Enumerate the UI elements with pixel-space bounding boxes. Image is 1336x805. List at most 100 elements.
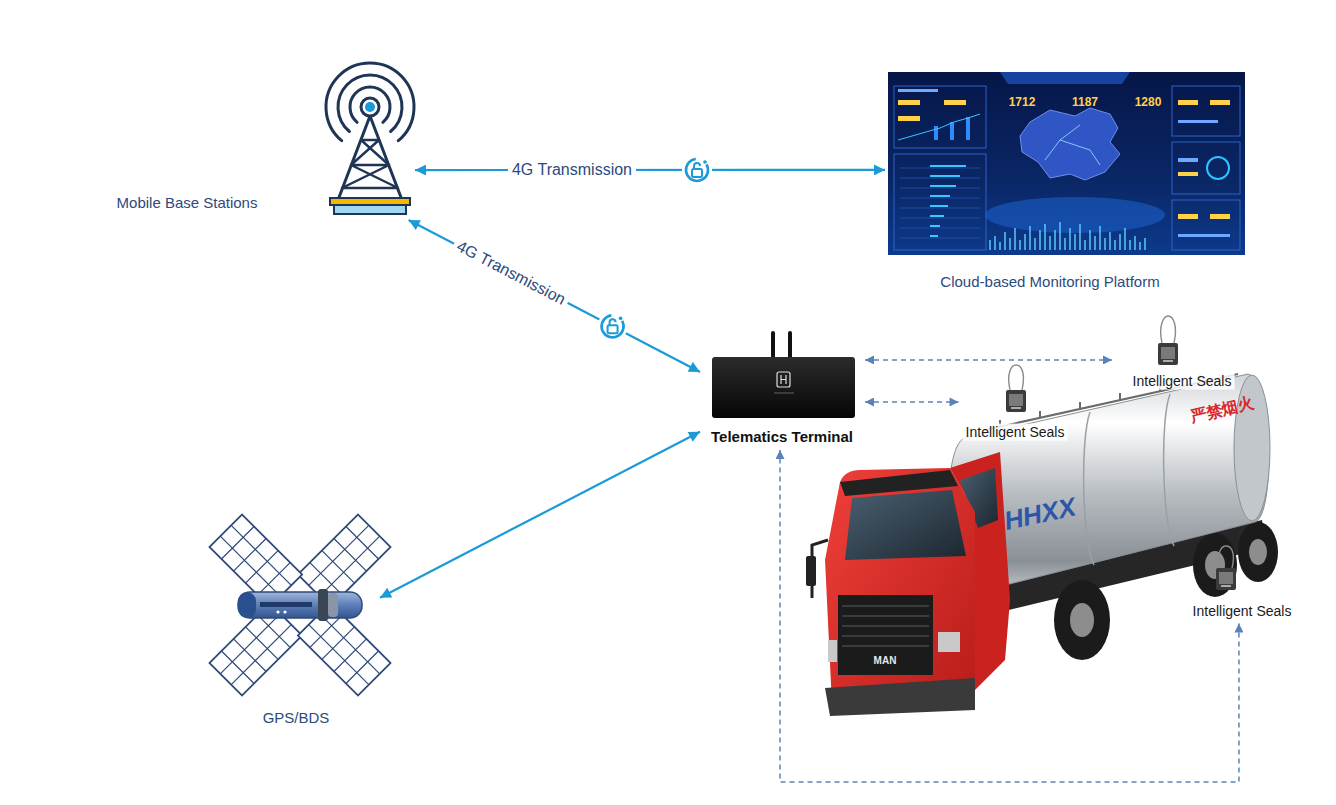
signal-wave (350, 87, 390, 122)
truck-marking: 严禁烟火 (1189, 394, 1255, 426)
dashboard-number: 1280 (1135, 96, 1162, 109)
connector (865, 359, 1112, 361)
screen-panel (894, 154, 986, 250)
screen-bar (898, 116, 920, 121)
seal-icon (1158, 316, 1178, 365)
satellite-stripe (260, 602, 312, 607)
satellite-dot (283, 610, 286, 613)
screen-bar (966, 117, 970, 140)
screen-bar (898, 100, 920, 105)
panel-grid (209, 514, 390, 695)
grille-slats (842, 606, 929, 646)
lock-ring (682, 155, 712, 185)
solar-panels (209, 514, 390, 695)
tower-base (334, 205, 406, 214)
node-label: Mobile Base Stations (117, 194, 258, 212)
seal-body (1216, 568, 1236, 590)
screen-bar (898, 89, 938, 92)
screen-map-routes (1045, 125, 1100, 165)
node-label: Intelligent Seals (963, 424, 1068, 441)
edge-label: 4G Transmission (508, 160, 636, 180)
solar-panels (209, 514, 390, 695)
tower-braces (342, 140, 398, 188)
node-label: Telematics Terminal (711, 428, 853, 446)
tower-top (361, 98, 379, 116)
truck-wheel (1193, 533, 1237, 597)
dashboard-number: 1712 (1009, 96, 1036, 109)
seal-wire (1009, 365, 1024, 390)
signal-wave (326, 63, 414, 141)
seal-face (1161, 347, 1175, 359)
cab-grille (838, 595, 933, 675)
device-logo (781, 375, 786, 384)
lock-icon (682, 155, 712, 185)
seal-face (1219, 572, 1233, 584)
lock-shackle (694, 163, 700, 169)
seal-wire (1219, 546, 1234, 568)
satellite-cap (238, 592, 256, 618)
connector (415, 169, 885, 171)
screen-bar (950, 122, 954, 140)
edge-label: 4G Transmission (449, 235, 572, 312)
tower-legs (338, 116, 402, 200)
screen-panel (1172, 142, 1240, 194)
seal-body (1006, 390, 1026, 412)
screen-rows (900, 168, 980, 238)
lock-body (692, 169, 702, 177)
connector (409, 220, 700, 372)
connector (380, 432, 700, 598)
screen-bar (1210, 214, 1230, 219)
terminal-device (712, 333, 855, 418)
lock-ground (682, 155, 712, 185)
screen-header (1000, 72, 1130, 84)
seal-face (1009, 394, 1023, 406)
screen-bar (1178, 120, 1218, 123)
screen-bar (1178, 214, 1198, 219)
screen-bar (1178, 234, 1230, 237)
lock-dot (703, 160, 707, 164)
lock-icons (598, 155, 712, 341)
tower-top-dot (365, 102, 375, 112)
truck-wheel (1054, 580, 1110, 660)
truck-hub (1070, 603, 1094, 637)
lock-body (608, 325, 618, 333)
screen-bar (944, 100, 966, 105)
satellite-icon (209, 514, 390, 695)
device-logo (777, 372, 790, 387)
panel-grid (209, 514, 390, 695)
connector (780, 450, 1239, 782)
screen-bottom-bars (990, 222, 1145, 250)
seal-mark (1163, 360, 1173, 362)
tank-band (1084, 412, 1094, 565)
screen-bar (1178, 158, 1198, 162)
screen-bar (934, 126, 938, 140)
screen-glow (985, 197, 1165, 233)
screen-bar (1210, 100, 1230, 105)
screen-ring (1207, 157, 1229, 179)
screen-panel (894, 86, 986, 148)
lock-ground (598, 311, 628, 341)
satellite-node: GPS/BDS (225, 512, 380, 732)
tanker-truck (806, 374, 1278, 716)
seal-node: Intelligent Seals (1186, 543, 1299, 623)
device-body (712, 357, 855, 418)
seal-mark (1221, 585, 1231, 587)
seal-icon (1216, 546, 1236, 590)
antenna (788, 333, 792, 357)
mirror (806, 556, 816, 586)
seal-node: Intelligent Seals (959, 365, 1072, 445)
lock-icon (598, 311, 628, 341)
device-logo-line (774, 393, 794, 394)
satellite-body (238, 592, 362, 618)
screen-bar (1178, 100, 1198, 105)
tower-base (330, 198, 410, 205)
truck-wheel (1238, 522, 1278, 582)
cab-bumper (825, 678, 975, 716)
headlight (938, 632, 960, 652)
connector (865, 401, 959, 403)
seal-node: Intelligent Seals (1112, 315, 1252, 395)
